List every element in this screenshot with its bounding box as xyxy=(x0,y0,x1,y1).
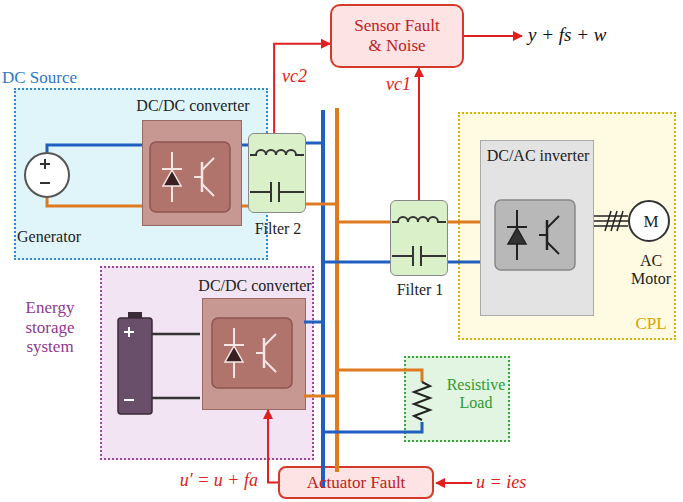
connector-line xyxy=(448,261,480,264)
node-label: Actuator Fault xyxy=(307,473,406,493)
signal-label: vc1 xyxy=(386,74,411,95)
bus-wire xyxy=(323,261,390,264)
connector xyxy=(274,44,330,133)
connector-line xyxy=(594,225,628,227)
motor-circle: MAC Motor xyxy=(628,200,670,242)
node-label: DC/DC converter xyxy=(103,97,283,115)
connector-line xyxy=(594,220,628,222)
node-label: Generator xyxy=(4,228,94,246)
bus-wire xyxy=(306,203,337,206)
battery-symbol xyxy=(118,312,200,414)
bus-wire xyxy=(306,142,323,145)
connector-line xyxy=(448,221,480,224)
source-symbol xyxy=(40,159,50,183)
signal-label: u′ = u + fa xyxy=(180,470,258,491)
node-label: Filter 1 xyxy=(380,281,460,299)
input-arrow xyxy=(436,482,472,484)
connector-line xyxy=(242,144,248,147)
node-label: Filter 2 xyxy=(238,220,318,238)
output-arrow xyxy=(464,35,522,37)
connector xyxy=(47,145,142,206)
node-label: CPL xyxy=(628,314,674,334)
dc-bus-positive xyxy=(335,108,339,472)
connector-line xyxy=(594,215,628,217)
signal-label: vc2 xyxy=(282,66,307,87)
connector-line xyxy=(617,211,623,231)
connector-line xyxy=(47,198,142,206)
node-label: DC/DC converter xyxy=(163,277,347,295)
node-label: DC Source xyxy=(2,68,122,88)
filter-box: Filter 2 xyxy=(248,133,306,213)
bus-wire xyxy=(323,422,422,432)
connector xyxy=(268,410,278,483)
signal-label: y + fs + w xyxy=(528,24,606,46)
connector-line xyxy=(268,410,278,483)
switch-symbol xyxy=(212,318,292,388)
filter-box: Filter 1 xyxy=(390,200,448,276)
connector-line xyxy=(611,211,617,231)
connector xyxy=(242,145,248,206)
generator-circle: Generator xyxy=(24,152,70,198)
bus-wire xyxy=(304,321,323,324)
connector xyxy=(419,68,420,200)
fault-block: Sensor Fault & Noise xyxy=(330,4,464,68)
filter-symbol xyxy=(250,150,304,202)
connector-line xyxy=(47,145,142,152)
fault-block: Actuator Fault xyxy=(278,466,434,499)
node-label: Energy storage system xyxy=(4,298,96,357)
bus-wire xyxy=(337,370,422,382)
filter-symbol xyxy=(392,217,446,266)
bus-wire xyxy=(337,221,390,224)
connector-line xyxy=(418,68,420,200)
connector-line xyxy=(274,44,330,133)
connector xyxy=(594,211,628,231)
switch-symbol xyxy=(150,142,230,212)
connector-line xyxy=(242,205,248,208)
switch-symbol xyxy=(495,200,575,270)
node-label: AC Motor xyxy=(620,252,682,289)
node-label: DC/AC inverter xyxy=(481,147,595,165)
connector xyxy=(448,222,480,262)
node-label: M xyxy=(630,212,672,232)
signal-label: u = ies xyxy=(476,472,526,493)
resistor-symbol xyxy=(414,382,430,420)
bus-wire xyxy=(304,395,337,398)
connector-line xyxy=(605,211,611,231)
node-label: Sensor Fault & Noise xyxy=(347,16,447,55)
node-label: Resistive Load xyxy=(444,376,508,413)
